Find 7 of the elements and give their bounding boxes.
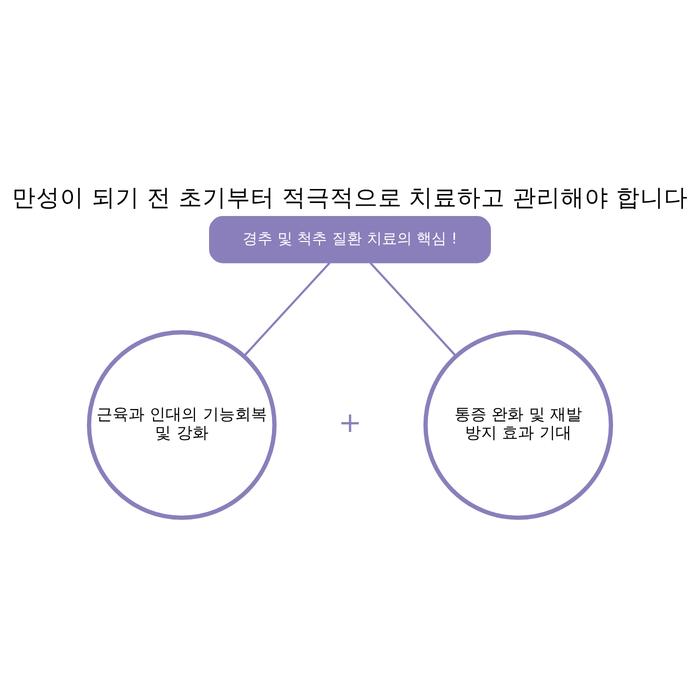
node-box: 경추 및 척추 질환 치료의 핵심 ! xyxy=(209,216,491,264)
node-circle: 근육과 인대의 기능회복 및 강화 xyxy=(86,330,277,520)
label: + xyxy=(338,406,362,439)
connector xyxy=(370,262,457,357)
connector xyxy=(243,262,330,357)
diagram-title: 만성이 되기 전 초기부터 적극적으로 치료하고 관리해야 합니다 xyxy=(12,183,688,212)
node-circle: 통증 완화 및 재발 방지 효과 기대 xyxy=(423,330,614,520)
